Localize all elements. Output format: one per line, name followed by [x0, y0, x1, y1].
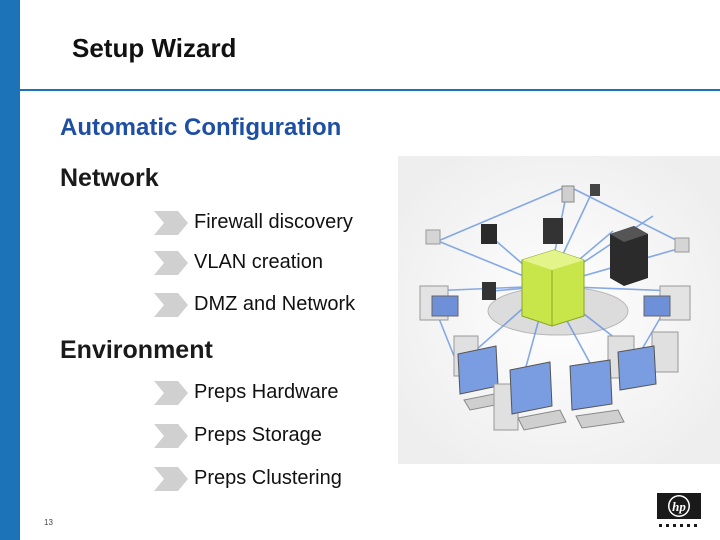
bullet-arrow-icon [154, 211, 188, 235]
page-number: 13 [44, 518, 53, 527]
list-item: Firewall discovery [150, 208, 430, 238]
bullet-arrow-icon [154, 467, 188, 491]
svg-text:hp: hp [672, 499, 686, 514]
list-item-label: Firewall discovery [194, 211, 353, 233]
network-diagram-illustration [398, 156, 720, 464]
list-item: VLAN creation [150, 248, 430, 278]
list-item-label: Preps Storage [194, 424, 322, 446]
list-item: Preps Clustering [150, 464, 430, 494]
accent-bar [0, 0, 20, 540]
bullet-arrow-icon [154, 424, 188, 448]
list-item: Preps Hardware [150, 378, 430, 408]
section-heading-environment: Environment [60, 336, 213, 364]
list-item-label: Preps Clustering [194, 467, 342, 489]
bullet-arrow-icon [154, 251, 188, 275]
list-item-label: DMZ and Network [194, 293, 356, 315]
list-item: DMZ and Network [150, 290, 430, 320]
list-item: Preps Storage [150, 421, 430, 451]
slide-subtitle: Automatic Configuration [60, 114, 342, 141]
list-item-label: Preps Hardware [194, 381, 339, 403]
hp-logo-icon: hp [657, 493, 701, 527]
bullet-arrow-icon [154, 293, 188, 317]
slide-title: Setup Wizard [72, 33, 237, 63]
list-item-label: VLAN creation [194, 251, 323, 273]
bullet-arrow-icon [154, 381, 188, 405]
title-divider [20, 89, 720, 91]
section-heading-network: Network [60, 164, 159, 192]
